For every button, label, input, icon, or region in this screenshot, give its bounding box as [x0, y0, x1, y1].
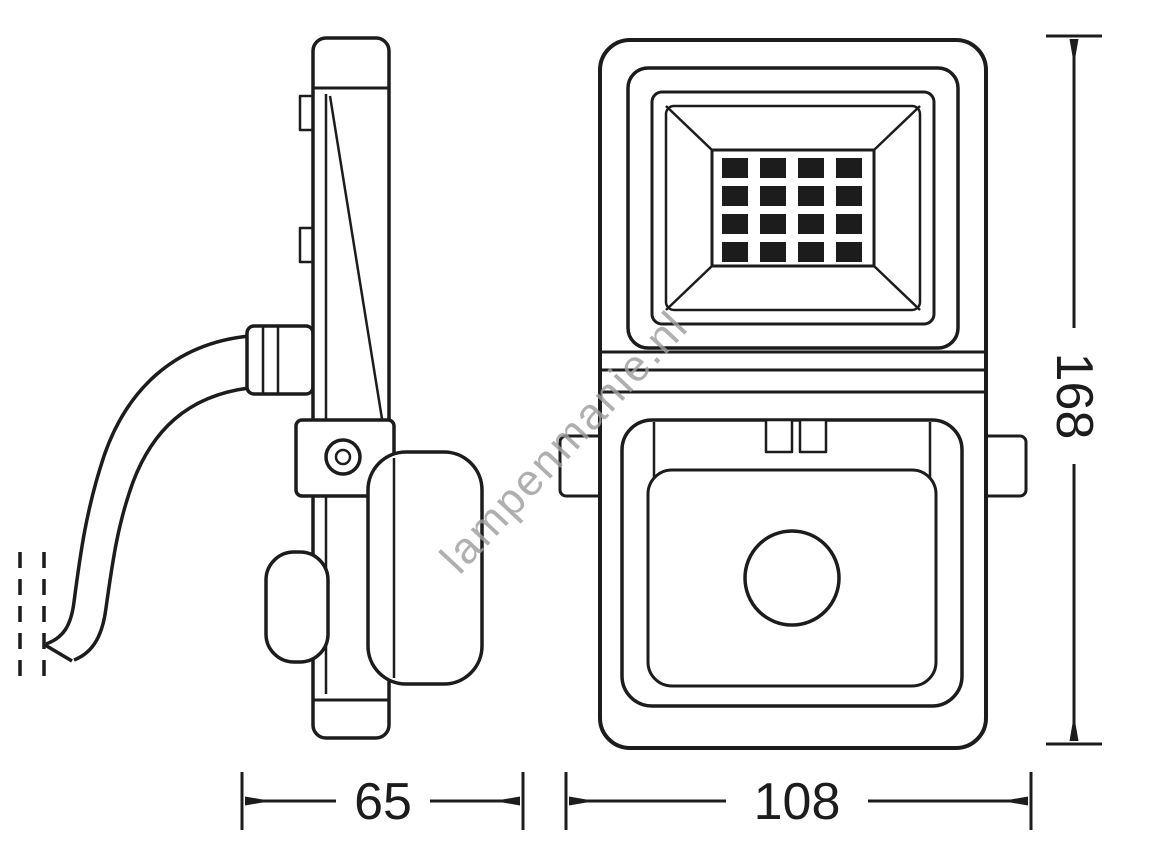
clip-mid — [298, 226, 315, 264]
hinge-band — [602, 350, 984, 394]
dimension-height: 168 — [1045, 34, 1103, 746]
pir-dome-side — [264, 550, 330, 664]
front-view — [558, 38, 1028, 750]
dimension-height-label: 168 — [1045, 353, 1103, 440]
hinge-knuckle-right — [798, 418, 828, 454]
pir-lens-front — [743, 529, 841, 627]
dimension-front-width: 108 — [564, 772, 1033, 831]
side-view — [18, 36, 484, 740]
dimension-side-width-label: 65 — [354, 773, 412, 831]
led-array — [722, 158, 862, 262]
break-lines — [18, 552, 46, 680]
dimension-side-width: 65 — [240, 772, 525, 831]
hinge-knuckle-left — [764, 418, 794, 454]
reflector-bevels — [665, 105, 921, 311]
cable-gland — [245, 324, 315, 396]
clip-top — [298, 94, 315, 132]
power-cable — [44, 334, 250, 663]
sensor-housing-side — [366, 450, 484, 686]
dimension-front-width-label: 108 — [754, 773, 841, 831]
